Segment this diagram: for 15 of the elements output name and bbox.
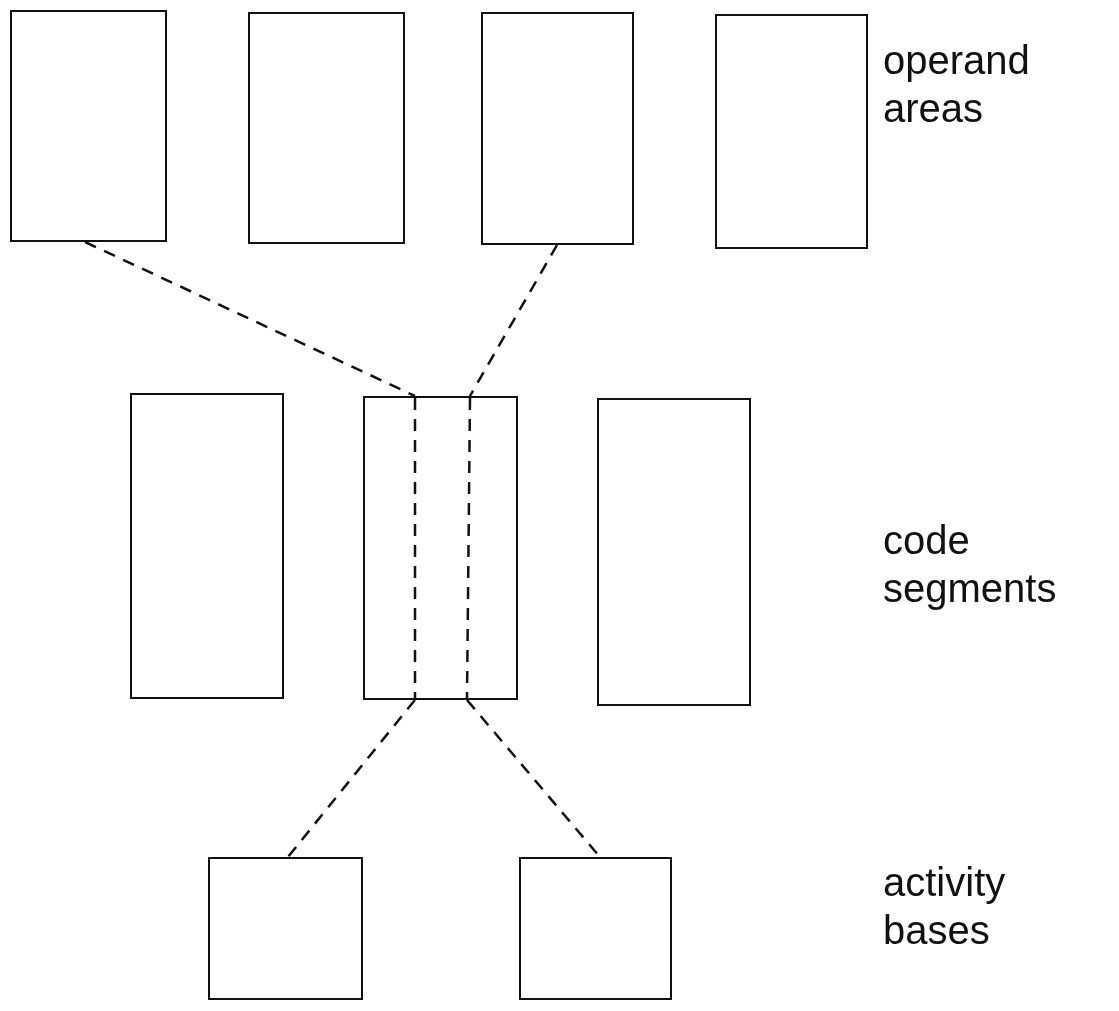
rectangle-box xyxy=(597,398,751,706)
dashed-line xyxy=(468,244,559,397)
rectangle-box xyxy=(715,14,868,249)
dashed-line xyxy=(84,240,416,398)
dashed-line xyxy=(287,699,416,858)
rectangle-box xyxy=(248,12,405,244)
rectangle-box xyxy=(481,12,634,245)
rectangle-box xyxy=(10,10,167,242)
rectangle-box xyxy=(208,857,363,1000)
group-label: operand areas xyxy=(883,37,1031,132)
group-label: code segments xyxy=(883,517,1058,612)
rectangle-box xyxy=(519,857,672,1000)
rectangle-box xyxy=(363,396,518,700)
group-label: activity bases xyxy=(883,859,1007,954)
rectangle-box xyxy=(130,393,284,699)
